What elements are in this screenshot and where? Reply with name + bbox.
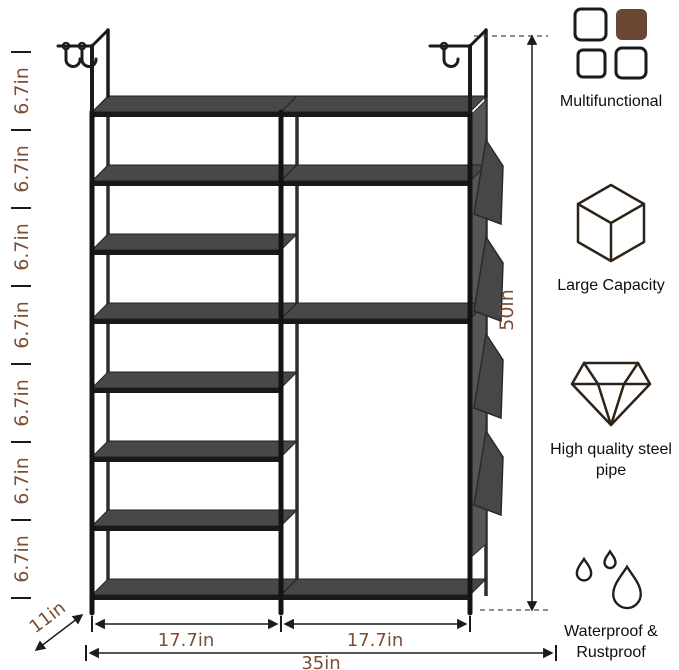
left-width-label: 17.7in bbox=[158, 630, 215, 651]
side-storage-pockets bbox=[473, 137, 504, 517]
grid-squares-icon bbox=[545, 6, 677, 82]
feature-large-capacity: Large Capacity bbox=[545, 180, 677, 297]
diamond-icon bbox=[545, 358, 677, 430]
s-hook-icon bbox=[439, 41, 460, 68]
gap-dimension-label: 6.7in bbox=[11, 145, 33, 193]
gap-dimension-label: 6.7in bbox=[11, 379, 33, 427]
feature-waterproof: Waterproof & Rustproof bbox=[545, 546, 677, 664]
accent-square bbox=[616, 9, 647, 40]
feature-label: Large Capacity bbox=[557, 277, 665, 294]
cube-box-icon bbox=[545, 180, 677, 266]
depth-label: 11in bbox=[26, 597, 70, 637]
gap-dimension-label: 6.7in bbox=[11, 301, 33, 349]
depth-dimension: 11in bbox=[26, 597, 84, 651]
shelf-gap-dimension-chain: 6.7in 6.7in 6.7in 6.7in 6.7in 6.7in 6.7i… bbox=[11, 51, 33, 599]
gap-dimension-label: 6.7in bbox=[11, 67, 33, 115]
water-drops-icon bbox=[545, 546, 677, 612]
feature-label: Waterproof & Rustproof bbox=[564, 623, 658, 661]
top-hooks bbox=[56, 28, 488, 114]
width-dimensions: 17.7in 17.7in 35in bbox=[85, 616, 557, 670]
total-width-label: 35in bbox=[301, 653, 340, 670]
gap-dimension-label: 6.7in bbox=[11, 223, 33, 271]
total-height-label: 50in bbox=[496, 289, 518, 331]
left-column-shelves bbox=[90, 95, 299, 600]
feature-multifunctional: Multifunctional bbox=[545, 6, 677, 113]
s-hook-icon bbox=[61, 41, 82, 68]
feature-label: Multifunctional bbox=[559, 93, 663, 110]
right-column-shelves bbox=[279, 95, 488, 600]
shoe-rack-illustration bbox=[56, 28, 504, 616]
s-hook-icon bbox=[77, 41, 98, 68]
gap-dimension-label: 6.7in bbox=[11, 457, 33, 505]
rack-front-posts bbox=[89, 109, 473, 616]
right-width-label: 17.7in bbox=[347, 630, 404, 651]
feature-label: High quality steel pipe bbox=[550, 441, 672, 479]
gap-dimension-label: 6.7in bbox=[11, 535, 33, 583]
total-height-dimension: 50in bbox=[474, 34, 548, 612]
feature-steel-pipe: High quality steel pipe bbox=[545, 358, 677, 482]
